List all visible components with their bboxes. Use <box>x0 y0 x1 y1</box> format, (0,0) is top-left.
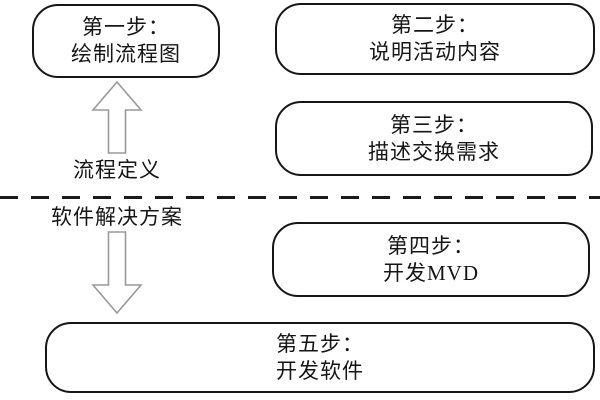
dashed-divider <box>0 196 600 199</box>
step3-description: 描述交换需求 <box>368 139 500 164</box>
process-definition-label: 流程定义 <box>73 158 161 182</box>
down-arrow-icon <box>91 231 143 315</box>
step5-box: 第五步： 开发软件 <box>45 322 595 393</box>
up-arrow-icon <box>91 80 143 154</box>
step2-title: 第二步： <box>391 13 479 37</box>
step2-box: 第二步： 说明活动内容 <box>275 3 595 75</box>
software-solution-label: 软件解决方案 <box>51 205 183 229</box>
step1-box: 第一步： 绘制流程图 <box>32 4 220 78</box>
step3-box: 第三步： 描述交换需求 <box>275 101 593 176</box>
step3-title: 第三步： <box>390 112 478 137</box>
step4-description: 开发MVD <box>382 260 479 285</box>
step5-description: 开发软件 <box>276 358 364 383</box>
step1-title: 第一步： <box>82 15 170 39</box>
step4-title: 第四步： <box>387 233 475 258</box>
step1-description: 绘制流程图 <box>71 42 181 66</box>
step4-box: 第四步： 开发MVD <box>272 222 590 297</box>
step5-title: 第五步： <box>276 331 364 356</box>
step2-description: 说明活动内容 <box>369 40 501 64</box>
